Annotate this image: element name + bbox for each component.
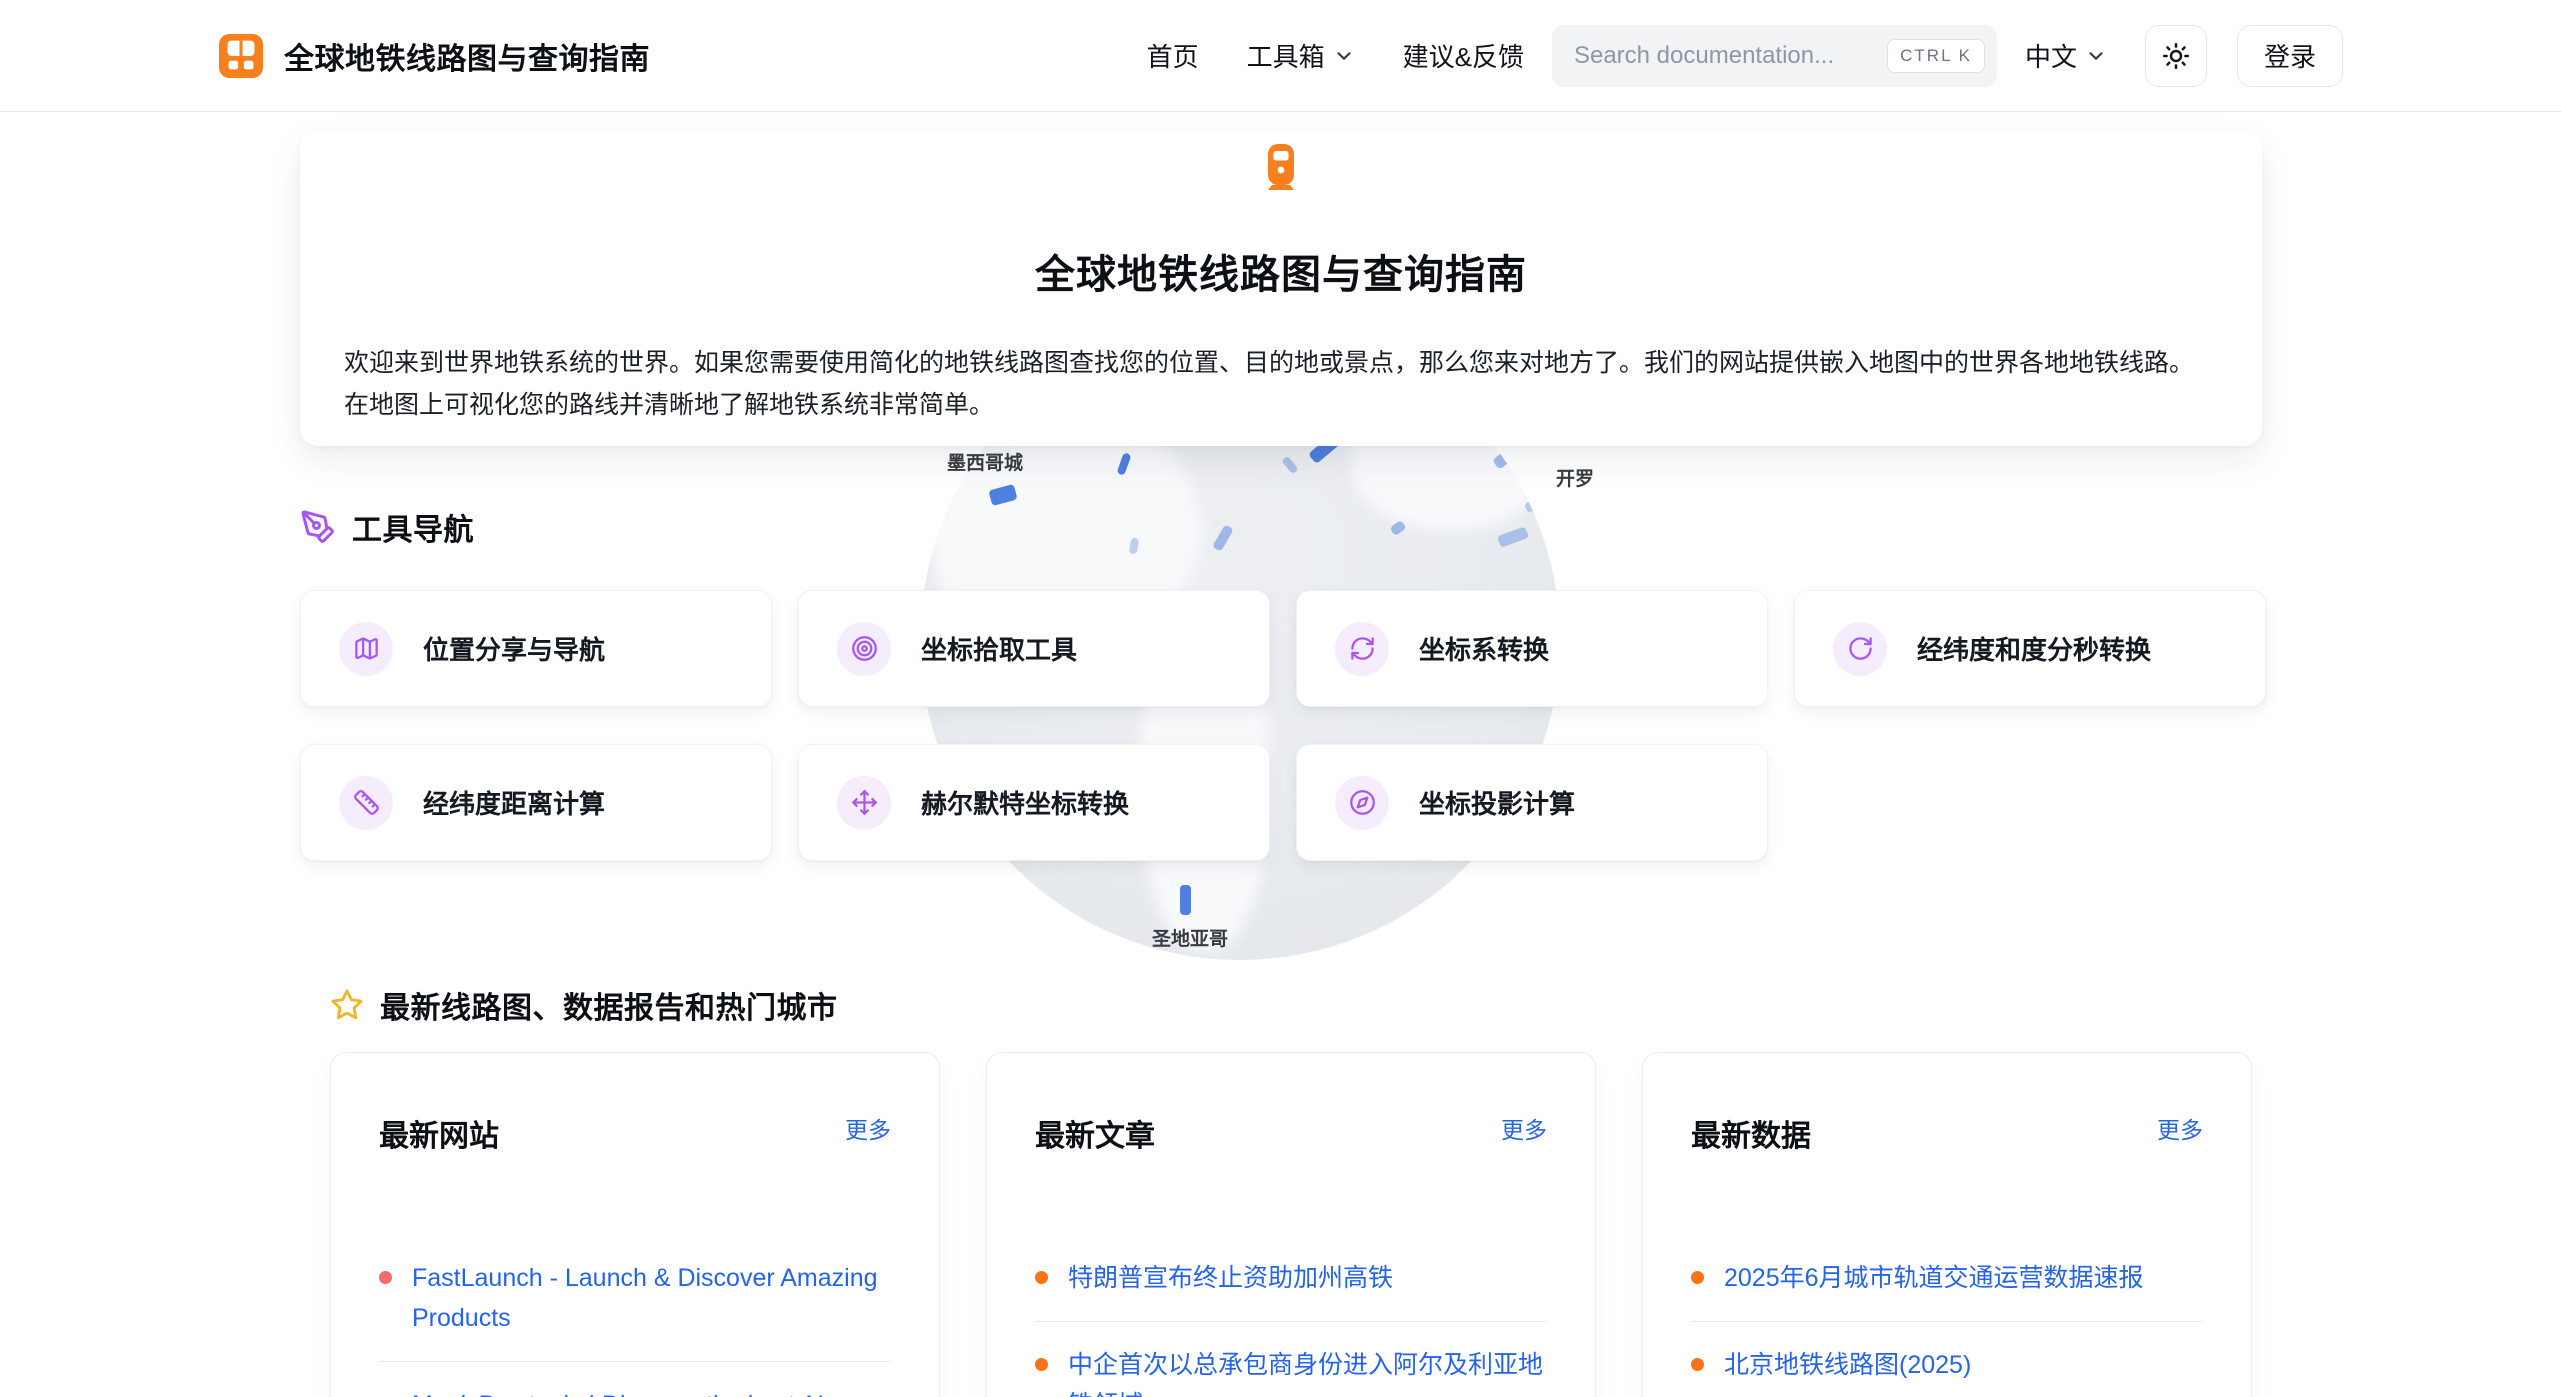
tool-card-label: 坐标系转换: [1419, 635, 1550, 665]
tool-card-helmert-transform[interactable]: 赫尔默特坐标转换: [798, 744, 1270, 861]
pen-tool-icon: [301, 510, 334, 543]
latest-list: FastLaunch - Launch & Discover Amazing P…: [379, 1235, 891, 1397]
map-icon: [354, 637, 378, 660]
latest-heading: 最新线路图、数据报告和热门城市: [380, 992, 838, 1025]
navbar: 全球地铁线路图与查询指南 首页 工具箱 建议&反馈 CTRL K 中文: [0, 0, 2561, 112]
tool-icon-badge: [837, 621, 891, 676]
list-item[interactable]: 中企首次以总承包商身份进入阿尔及利亚地铁领域: [1035, 1322, 1547, 1397]
list-item[interactable]: 2025年6月城市轨道交通运营数据速报: [1691, 1235, 2203, 1322]
map-marker: [1212, 524, 1234, 552]
latest-list: 特朗普宣布终止资助加州高铁 中企首次以总承包商身份进入阿尔及利亚地铁领域: [1035, 1235, 1547, 1397]
tool-card-label: 赫尔默特坐标转换: [921, 789, 1130, 819]
tool-card-location-share[interactable]: 位置分享与导航: [300, 590, 772, 707]
nav-link-toolbox-label: 工具箱: [1246, 42, 1325, 72]
list-item[interactable]: FastLaunch - Launch & Discover Amazing P…: [379, 1235, 891, 1362]
chevron-down-icon: [2089, 51, 2103, 60]
tool-card-coordinate-picker[interactable]: 坐标拾取工具: [798, 590, 1270, 707]
globe-city-label: 墨西哥城: [947, 453, 1024, 474]
nav-link-feedback-label: 建议&反馈: [1402, 42, 1524, 72]
list-item[interactable]: 特朗普宣布终止资助加州高铁: [1035, 1235, 1547, 1322]
latest-card-title: 最新数据: [1691, 1120, 1811, 1153]
latest-card-head: 最新数据 更多: [1691, 1111, 2203, 1155]
list-item[interactable]: MagicBox.tools | Discover the best AI: [379, 1362, 891, 1397]
latest-card-data: 最新数据 更多 2025年6月城市轨道交通运营数据速报 北京地铁线路图(2025…: [1642, 1052, 2252, 1397]
latest-list: 2025年6月城市轨道交通运营数据速报 北京地铁线路图(2025): [1691, 1235, 2203, 1397]
latest-card-title: 最新网站: [379, 1120, 499, 1153]
language-label: 中文: [2024, 42, 2077, 72]
hero-description: 欢迎来到世界地铁系统的世界。如果您需要使用简化的地铁线路图查找您的位置、目的地或…: [344, 349, 2195, 419]
brand[interactable]: 全球地铁线路图与查询指南: [218, 33, 650, 79]
latest-card-websites: 最新网站 更多 FastLaunch - Launch & Discover A…: [330, 1052, 940, 1397]
bullet-dot: [1035, 1358, 1048, 1371]
bullet-dot: [379, 1271, 392, 1284]
hero-train-icon: [1264, 143, 1298, 198]
more-link[interactable]: 更多: [845, 1117, 891, 1143]
latest-card-head: 最新网站 更多: [379, 1111, 891, 1155]
map-marker: [1281, 455, 1299, 475]
theme-toggle-button[interactable]: [2144, 24, 2207, 87]
search-shortcut-badge: CTRL K: [1887, 38, 1985, 73]
rotate-cw-icon: [1848, 637, 1872, 660]
brand-title: 全球地铁线路图与查询指南: [284, 42, 650, 76]
tools-section-header: 工具导航: [300, 505, 474, 549]
sun-icon: [2162, 42, 2190, 69]
tool-card-label: 经纬度距离计算: [423, 789, 606, 819]
hero-card: 全球地铁线路图与查询指南 欢迎来到世界地铁系统的世界。如果您需要使用简化的地铁线…: [300, 130, 2262, 446]
latest-card-head: 最新文章 更多: [1035, 1111, 1547, 1155]
nav-link-feedback[interactable]: 建议&反馈: [1403, 37, 1524, 74]
tool-card-label: 坐标投影计算: [1419, 789, 1576, 819]
nav-menu: 首页 工具箱 建议&反馈 CTRL K 中文: [1147, 24, 2343, 87]
tool-icon-badge: [1335, 621, 1389, 676]
item-link[interactable]: MagicBox.tools | Discover the best AI: [412, 1385, 824, 1397]
refresh-cw-icon: [1350, 637, 1374, 660]
list-item[interactable]: 北京地铁线路图(2025): [1691, 1322, 2203, 1397]
item-link[interactable]: 2025年6月城市轨道交通运营数据速报: [1724, 1264, 2144, 1292]
globe-city-label: 开罗: [1556, 469, 1595, 490]
more-link[interactable]: 更多: [2157, 1117, 2203, 1143]
latest-card-title: 最新文章: [1035, 1120, 1155, 1153]
bullet-dot: [1691, 1271, 1704, 1284]
item-link[interactable]: FastLaunch - Launch & Discover Amazing P…: [412, 1264, 878, 1332]
tools-heading: 工具导航: [352, 514, 474, 547]
tool-icon-badge: [837, 775, 891, 830]
chevron-down-icon: [1337, 51, 1351, 60]
tool-icon-badge: [339, 621, 393, 676]
latest-grid: 最新网站 更多 FastLaunch - Launch & Discover A…: [330, 1052, 2252, 1397]
map-marker: [1496, 526, 1530, 548]
tool-card-dms-convert[interactable]: 经纬度和度分秒转换: [1794, 590, 2266, 707]
move-icon: [851, 790, 877, 815]
tool-card-crs-convert[interactable]: 坐标系转换: [1296, 590, 1768, 707]
ruler-icon: [353, 790, 379, 815]
star-icon: [331, 989, 363, 1020]
tool-card-label: 经纬度和度分秒转换: [1917, 635, 2152, 665]
language-selector[interactable]: 中文: [2025, 37, 2107, 74]
bullet-dot: [1691, 1358, 1704, 1371]
globe-city-label: 圣地亚哥: [1152, 929, 1229, 950]
item-link[interactable]: 中企首次以总承包商身份进入阿尔及利亚地铁领域: [1068, 1351, 1544, 1397]
item-link[interactable]: 特朗普宣布终止资助加州高铁: [1068, 1264, 1394, 1292]
latest-card-articles: 最新文章 更多 特朗普宣布终止资助加州高铁 中企首次以总承包商身份进入阿尔及利亚…: [986, 1052, 1596, 1397]
nav-link-home[interactable]: 首页: [1147, 37, 1199, 74]
hero-title: 全球地铁线路图与查询指南: [1035, 253, 1527, 297]
nav-link-home-label: 首页: [1146, 42, 1199, 72]
latest-section-header: 最新线路图、数据报告和热门城市: [330, 983, 838, 1027]
more-link[interactable]: 更多: [1501, 1117, 1547, 1143]
item-link[interactable]: 北京地铁线路图(2025): [1724, 1351, 1972, 1379]
train-logo-icon: [218, 33, 264, 78]
search-box: CTRL K: [1551, 24, 1997, 87]
nav-link-toolbox[interactable]: 工具箱: [1247, 37, 1355, 74]
tool-card-distance-calc[interactable]: 经纬度距离计算: [300, 744, 772, 861]
tool-card-label: 坐标拾取工具: [921, 635, 1078, 665]
tool-icon-badge: [1335, 775, 1389, 830]
tool-icon-badge: [339, 775, 393, 830]
bullet-dot: [1035, 1271, 1048, 1284]
tools-grid: 位置分享与导航 坐标拾取工具 坐标系转换: [300, 590, 2266, 861]
login-button[interactable]: 登录: [2236, 24, 2343, 87]
compass-icon: [1349, 790, 1375, 815]
tool-card-projection-calc[interactable]: 坐标投影计算: [1296, 744, 1768, 861]
target-icon: [851, 636, 877, 661]
map-marker: [1180, 885, 1191, 915]
tool-card-label: 位置分享与导航: [423, 635, 606, 665]
tool-icon-badge: [1833, 621, 1887, 676]
